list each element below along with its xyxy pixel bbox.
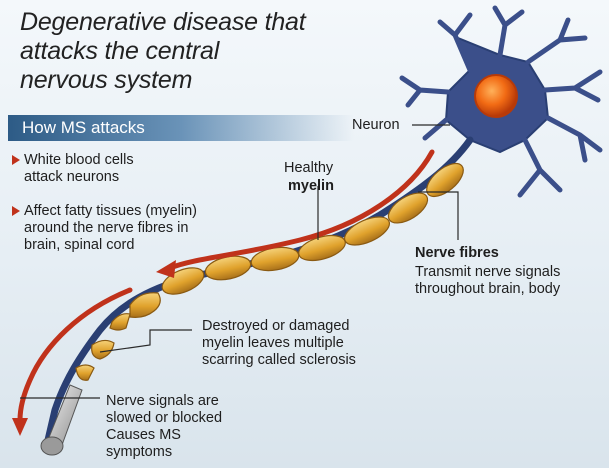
myelin-sheath xyxy=(161,162,464,295)
label-healthy: Healthy xyxy=(284,160,334,176)
label-nerve-signals: Nerve signals are slowed or blocked Caus… xyxy=(106,393,223,460)
bullet-text: Affect fatty tissues (myelin) around the… xyxy=(24,203,197,253)
bullet-item: Affect fatty tissues (myelin) around the… xyxy=(12,203,197,254)
label-nerve-fibres-desc: Transmit nerve signals throughout brain,… xyxy=(415,264,561,297)
label-destroyed-myelin: Destroyed or damaged myelin leaves multi… xyxy=(202,318,356,368)
bullet-item: White blood cells attack neurons xyxy=(12,152,134,186)
attack-arrow-lower xyxy=(12,287,133,436)
section-banner: How MS attacks xyxy=(8,115,354,141)
title-line-2: attacks the central xyxy=(20,37,220,65)
label-myelin: myelin xyxy=(288,178,334,194)
damaged-myelin xyxy=(75,292,161,381)
nucleus xyxy=(474,74,518,118)
axon-end xyxy=(40,436,64,456)
page-title: Degenerative disease that attacks the ce… xyxy=(20,8,350,95)
bullet-text: White blood cells attack neurons xyxy=(24,152,134,185)
title-line-1: Degenerative disease that xyxy=(20,8,306,36)
neuron-body xyxy=(399,5,603,198)
leader-lines xyxy=(20,124,459,399)
label-neuron: Neuron xyxy=(352,117,400,133)
attack-arrow-upper xyxy=(156,149,435,278)
label-nerve-fibres-title: Nerve fibres xyxy=(415,245,499,261)
title-line-3: nervous system xyxy=(20,66,193,94)
bullet-marker-icon xyxy=(12,155,20,165)
bullet-marker-icon xyxy=(12,206,20,216)
section-heading: How MS attacks xyxy=(22,118,145,137)
